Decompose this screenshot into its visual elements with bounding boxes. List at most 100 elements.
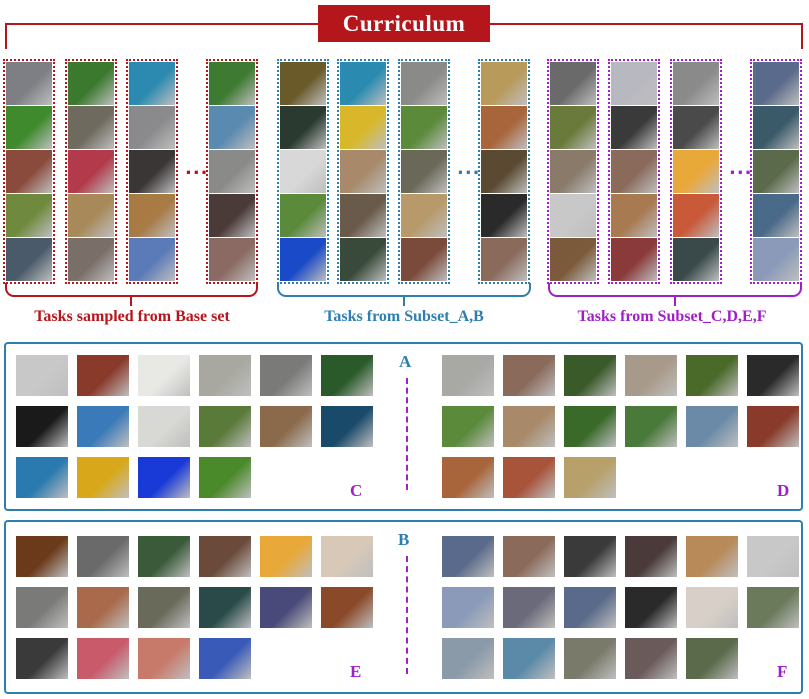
thumbnail-image <box>340 62 386 105</box>
thumbnail-image <box>401 194 447 237</box>
ellipsis: ... <box>185 158 209 179</box>
task-column <box>750 59 802 284</box>
thumbnail-image <box>77 355 129 396</box>
thumbnail-image <box>68 62 114 105</box>
thumbnail-image <box>209 62 255 105</box>
thumbnail-image <box>550 62 596 105</box>
subset-d-grid <box>442 355 799 498</box>
thumbnail-image <box>550 150 596 193</box>
thumbnail-image <box>686 536 738 577</box>
curriculum-rule-left-drop <box>5 23 7 49</box>
subset-letter-d: D <box>777 481 790 500</box>
thumbnail-image <box>68 150 114 193</box>
thumbnail-image <box>564 457 616 498</box>
thumbnail-image <box>16 457 68 498</box>
thumbnail-image <box>209 194 255 237</box>
thumbnail-image <box>550 106 596 149</box>
thumbnail-image <box>209 150 255 193</box>
group-brace <box>548 283 802 297</box>
group-brace-tip <box>130 296 132 306</box>
thumbnail-image <box>686 355 738 396</box>
thumbnail-image <box>503 536 555 577</box>
thumbnail-image <box>673 106 719 149</box>
thumbnail-image <box>260 406 312 447</box>
group-brace-tip <box>403 296 405 306</box>
thumbnail-image <box>625 355 677 396</box>
thumbnail-image <box>68 238 114 281</box>
thumbnail-image <box>199 355 251 396</box>
thumbnail-image <box>625 587 677 628</box>
thumbnail-image <box>16 638 68 679</box>
task-column <box>398 59 450 284</box>
curriculum-title: Curriculum <box>318 5 490 42</box>
thumbnail-image <box>68 106 114 149</box>
task-column <box>337 59 389 284</box>
thumbnail-image <box>564 355 616 396</box>
thumbnail-image <box>442 536 494 577</box>
thumbnail-image <box>138 457 190 498</box>
thumbnail-image <box>77 536 129 577</box>
thumbnail-image <box>401 238 447 281</box>
thumbnail-image <box>321 355 373 396</box>
thumbnail-image <box>673 194 719 237</box>
thumbnail-image <box>138 406 190 447</box>
thumbnail-image <box>401 106 447 149</box>
thumbnail-image <box>564 406 616 447</box>
thumbnail-image <box>481 150 527 193</box>
thumbnail-image <box>753 62 799 105</box>
task-column <box>3 59 55 284</box>
task-column <box>608 59 660 284</box>
thumbnail-image <box>673 238 719 281</box>
thumbnail-image <box>6 238 52 281</box>
thumbnail-image <box>340 238 386 281</box>
thumbnail-image <box>340 106 386 149</box>
thumbnail-image <box>747 536 799 577</box>
curriculum-rule-right-drop <box>801 23 803 49</box>
ellipsis: ... <box>729 158 753 179</box>
thumbnail-image <box>280 238 326 281</box>
thumbnail-image <box>564 638 616 679</box>
ellipsis: ... <box>457 158 481 179</box>
thumbnail-image <box>280 62 326 105</box>
thumbnail-image <box>625 638 677 679</box>
group-label-subset-cdef: Tasks from Subset_C,D,E,F <box>577 308 767 325</box>
thumbnail-image <box>550 194 596 237</box>
group-brace <box>5 283 258 297</box>
thumbnail-image <box>6 150 52 193</box>
subset-letter-f: F <box>777 662 788 681</box>
thumbnail-image <box>503 638 555 679</box>
thumbnail-image <box>442 355 494 396</box>
thumbnail-image <box>129 194 175 237</box>
thumbnail-image <box>340 150 386 193</box>
thumbnail-image <box>481 62 527 105</box>
thumbnail-image <box>129 106 175 149</box>
thumbnail-image <box>611 150 657 193</box>
thumbnail-image <box>77 638 129 679</box>
thumbnail-image <box>340 194 386 237</box>
curriculum-rule-left <box>5 23 318 25</box>
subset-letter-c: C <box>350 481 363 500</box>
thumbnail-image <box>686 638 738 679</box>
thumbnail-image <box>209 106 255 149</box>
thumbnail-image <box>503 457 555 498</box>
group-brace-tip <box>674 296 676 306</box>
thumbnail-image <box>625 536 677 577</box>
thumbnail-image <box>442 406 494 447</box>
subset-e-grid <box>16 536 373 679</box>
panel-divider <box>406 378 408 490</box>
thumbnail-image <box>16 355 68 396</box>
thumbnail-image <box>280 150 326 193</box>
thumbnail-image <box>564 536 616 577</box>
subset-panel-ac-d: A C D <box>4 342 803 511</box>
curriculum-rule-right <box>490 23 803 25</box>
thumbnail-image <box>564 587 616 628</box>
thumbnail-image <box>16 587 68 628</box>
thumbnail-image <box>138 355 190 396</box>
thumbnail-image <box>442 587 494 628</box>
thumbnail-image <box>611 106 657 149</box>
thumbnail-image <box>442 457 494 498</box>
thumbnail-image <box>753 238 799 281</box>
task-column <box>65 59 117 284</box>
thumbnail-image <box>686 587 738 628</box>
thumbnail-image <box>68 194 114 237</box>
